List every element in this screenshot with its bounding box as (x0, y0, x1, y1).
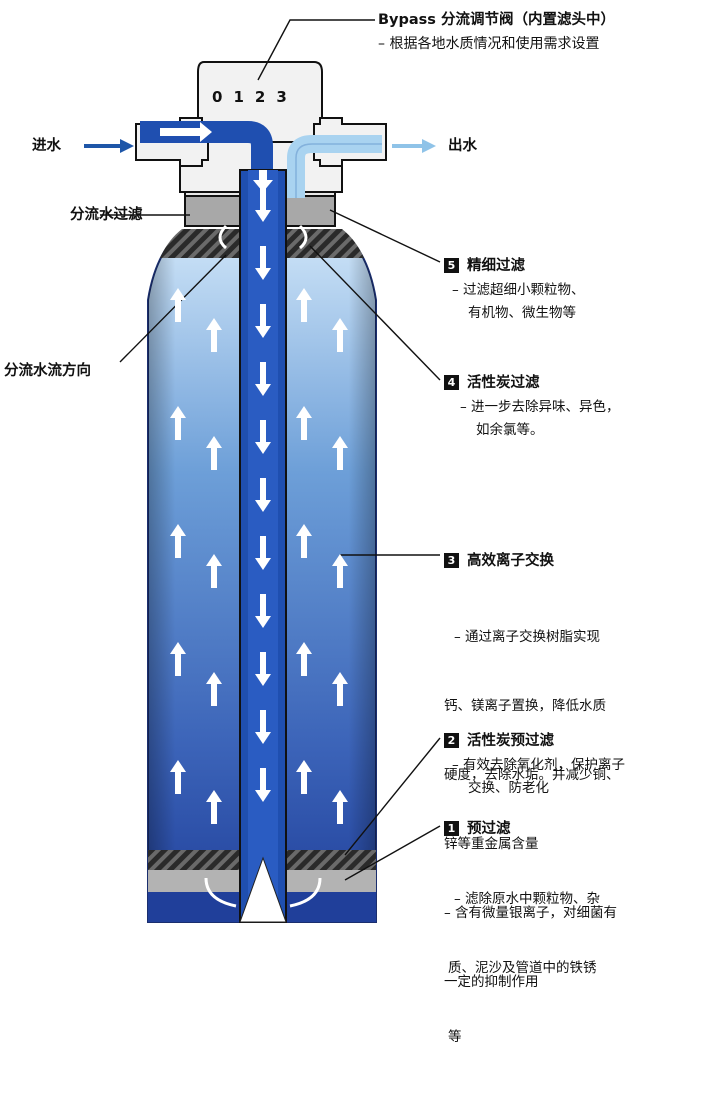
bypass-valve-title: Bypass 分流调节阀（内置滤头中） (378, 12, 615, 28)
stage-3-line: – 含有微量银离子，对细菌有 (444, 905, 618, 921)
bypass-valve-subtitle: – 根据各地水质情况和使用需求设置 (378, 36, 600, 52)
down-flow-arrow (255, 188, 271, 222)
pipe-flow-arrows (160, 122, 273, 192)
up-flow-arrow (170, 406, 186, 440)
up-flow-arrow (206, 790, 222, 824)
stage-5-line: – 过滤超细小颗粒物、 (452, 282, 585, 298)
up-flow-arrow (332, 672, 348, 706)
up-flow-arrow (206, 436, 222, 470)
dial-digit-2: 2 (254, 88, 277, 106)
up-flow-arrow (170, 524, 186, 558)
stage-3-title: 3 高效离子交换 (444, 550, 554, 572)
stage-5-desc: – 过滤超细小颗粒物、有机物、微生物等 (452, 279, 585, 325)
down-flow-arrow (255, 768, 271, 802)
stage-1-line: – 滤除原水中颗粒物、杂 (454, 891, 601, 907)
bypass-flow-label: 分流水流方向 (4, 363, 91, 379)
down-flow-arrow (255, 420, 271, 454)
down-flow-arrow (255, 536, 271, 570)
stage-1-name: 预过滤 (467, 821, 511, 837)
up-flow-arrow (296, 642, 312, 676)
stage-2-number: 2 (444, 733, 459, 748)
up-flow-arrow (296, 760, 312, 794)
stage-1-title: 1 预过滤 (444, 818, 511, 840)
stage-1-number: 1 (444, 821, 459, 836)
down-flow-arrow (255, 362, 271, 396)
stage-2-line: 交换、防老化 (468, 780, 549, 796)
up-flow-arrow (170, 642, 186, 676)
diffuser (239, 856, 287, 923)
stage-2-title: 2 活性炭预过滤 (444, 730, 554, 752)
bypass-dial-digits: 0123 (212, 86, 298, 108)
bypass-filter-label: 分流水过滤 (70, 207, 143, 223)
up-flow-arrow (206, 554, 222, 588)
stage-5-line: 有机物、微生物等 (468, 305, 576, 321)
stage-5-title: 5 精细过滤 (444, 255, 525, 277)
filter-illustration (84, 19, 441, 923)
outlet-label: 出水 (448, 138, 477, 154)
stage-4-title: 4 活性炭过滤 (444, 372, 540, 394)
filter-diagram: 0123 Bypass 分流调节阀（内置滤头中） – 根据各地水质情况和使用需求… (4, 12, 625, 1045)
up-flow-arrow (332, 790, 348, 824)
down-flow-arrow (255, 478, 271, 512)
up-flow-arrow (296, 524, 312, 558)
stage-4-name: 活性炭过滤 (467, 375, 540, 391)
down-flow-arrow (255, 710, 271, 744)
stage-3-line: – 通过离子交换树脂实现 (454, 629, 601, 645)
up-flow-arrows (170, 288, 348, 824)
inlet-pipe (140, 121, 273, 190)
up-flow-arrow (206, 318, 222, 352)
stage-4-line: 如余氯等。 (476, 422, 544, 438)
stage-4-number: 4 (444, 375, 459, 390)
up-flow-arrow (332, 318, 348, 352)
down-flow-arrow (255, 246, 271, 280)
stage-4-desc: – 进一步去除异味、异色， 如余氯等。 (460, 396, 620, 442)
bypass-curl-arrows (218, 224, 308, 250)
stage-4-line: – 进一步去除异味、异色， (460, 399, 620, 415)
stage-5-name: 精细过滤 (467, 258, 525, 274)
inlet-label: 进水 (32, 138, 61, 154)
stage-1-desc: – 滤除原水中颗粒物、杂 质、泥沙及管道中的铁锈 等 (448, 842, 600, 1095)
down-flow-arrows (255, 188, 271, 802)
stage-3-line: 锌等重金属含量 (444, 836, 539, 852)
down-flow-arrow (255, 652, 271, 686)
stage-3-line: 钙、镁离子置换，降低水质 (444, 698, 606, 714)
down-flow-arrow (255, 594, 271, 628)
down-flow-arrow (255, 304, 271, 338)
stage-3-number: 3 (444, 553, 459, 568)
stage-2-name: 活性炭预过滤 (467, 733, 554, 749)
stage-3-line: 硬度，去除水垢。并减少铜、 (444, 767, 620, 783)
stage-2-line: – 有效去除氧化剂，保护离子 (452, 757, 626, 773)
stage-3-name: 高效离子交换 (467, 553, 554, 569)
up-flow-arrow (170, 760, 186, 794)
up-flow-arrow (332, 554, 348, 588)
stage-2-desc: – 有效去除氧化剂，保护离子交换、防老化 (452, 754, 625, 800)
dial-digit-3: 3 (276, 88, 298, 106)
up-flow-arrow (332, 436, 348, 470)
up-flow-arrow (206, 672, 222, 706)
dial-digit-1: 1 (233, 88, 255, 106)
stage-5-number: 5 (444, 258, 459, 273)
up-flow-arrow (170, 288, 186, 322)
bottom-curl-arrows (204, 877, 322, 908)
stage-3-desc: – 通过离子交换树脂实现 钙、镁离子置换，降低水质 硬度，去除水垢。并减少铜、 … (444, 580, 620, 1040)
leader-lines (100, 19, 441, 881)
stage-1-line: 等 (448, 1029, 462, 1045)
up-flow-arrow (296, 406, 312, 440)
dial-digit-0: 0 (212, 88, 234, 106)
stage-1-line: 质、泥沙及管道中的铁锈 (448, 960, 597, 976)
up-flow-arrow (296, 288, 312, 322)
